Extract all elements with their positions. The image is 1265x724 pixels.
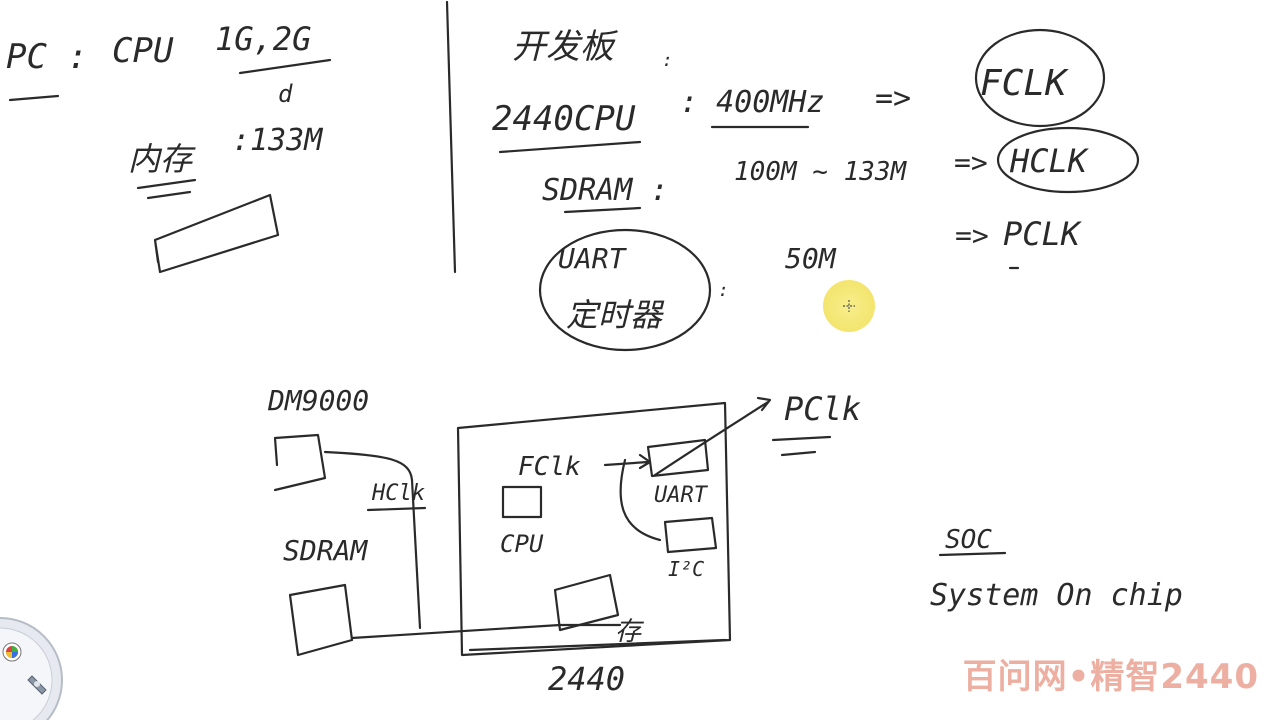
cpu-block bbox=[501, 485, 543, 519]
dev-board-colon: : bbox=[662, 50, 673, 71]
memory-underline bbox=[136, 178, 197, 200]
fclk-to-i2c-line bbox=[619, 458, 662, 542]
uart-label: UART bbox=[558, 242, 628, 275]
pc-label: PC : bbox=[6, 37, 88, 77]
dm9000-chip-sketch bbox=[273, 433, 327, 492]
cpu-block-label: CPU bbox=[500, 530, 544, 558]
crosshair-icon bbox=[843, 300, 855, 312]
cpu-row-label: 2440CPU bbox=[492, 99, 636, 139]
watermark: 百问网•精智2440 bbox=[962, 657, 1259, 697]
fclk-block-label: FClk bbox=[518, 452, 581, 482]
dm9000-label: DM9000 bbox=[267, 384, 369, 417]
hclk-circle bbox=[996, 126, 1140, 194]
mem-controller-label: 存 bbox=[615, 617, 645, 647]
i2c-block bbox=[663, 516, 718, 554]
left-panel: PC : CPU 1G,2G d 内存 :133M bbox=[6, 20, 332, 274]
soc-note: SOC System On chip bbox=[930, 525, 1183, 613]
right-panel: 开发板 : 2440CPU : 400MHz => FCLK SDRAM : 1… bbox=[492, 27, 1140, 352]
timer-label: 定时器 bbox=[566, 296, 665, 334]
sdram-underline bbox=[563, 206, 642, 214]
dev-board-label: 开发板 bbox=[512, 27, 619, 67]
fclk-label: FCLK bbox=[980, 63, 1069, 104]
memory-bus-line bbox=[350, 623, 622, 640]
color-wheel-icon[interactable] bbox=[2, 642, 22, 662]
soc-underline bbox=[938, 551, 1007, 557]
pen-tool-icon[interactable] bbox=[27, 675, 47, 695]
cpu-row-underline bbox=[498, 140, 642, 154]
fclk-circle bbox=[974, 28, 1106, 128]
cursor-highlight bbox=[823, 280, 875, 332]
i2c-block-label: I²C bbox=[668, 557, 704, 581]
soc-boundary bbox=[456, 401, 732, 657]
hclk-bus-underline bbox=[366, 506, 427, 512]
soc-title: SOC bbox=[945, 525, 992, 555]
uart-colon: : bbox=[718, 280, 729, 301]
cpu-label: CPU bbox=[112, 31, 174, 71]
fclk-to-uart-arrow bbox=[603, 453, 652, 470]
cpu-row-freq: : 400MHz bbox=[680, 85, 825, 120]
uart-freq: 50M bbox=[785, 242, 837, 275]
memory-label: 内存 bbox=[128, 140, 196, 178]
annotation-tool-dock[interactable] bbox=[0, 600, 80, 724]
uart-timer-circle bbox=[538, 228, 712, 352]
block-diagram: DM9000 HClk SDRAM FClk CPU UART PClk I²C… bbox=[267, 384, 861, 698]
sdram-chip-label: SDRAM bbox=[283, 534, 368, 567]
chip-label: 2440 bbox=[548, 660, 625, 698]
cpu-freq: 1G,2G bbox=[215, 20, 311, 58]
arrow-pclk: => bbox=[955, 219, 989, 252]
memory-freq: :133M bbox=[232, 123, 323, 158]
dm9000-bus-line bbox=[323, 450, 422, 630]
pclk-diagram-label: PClk bbox=[784, 390, 861, 428]
mem-controller-block bbox=[553, 573, 620, 632]
sdram-chip-sketch bbox=[288, 583, 354, 657]
uart-block-label: UART bbox=[654, 483, 709, 508]
divider-line bbox=[445, 0, 457, 274]
pc-underline bbox=[8, 94, 60, 102]
hclk-label: HCLK bbox=[1009, 142, 1090, 180]
uart-to-pclk-arrow bbox=[653, 396, 772, 477]
pclk-label: PCLK bbox=[1003, 215, 1083, 253]
sdram-freq: 100M ~ 133M bbox=[734, 157, 908, 187]
chip-underline bbox=[468, 638, 727, 652]
uart-block bbox=[646, 438, 710, 478]
cpu-freq-line bbox=[238, 58, 332, 75]
pclk-diagram-underline bbox=[771, 435, 832, 457]
arrow-fclk: => bbox=[875, 81, 911, 116]
soc-subtitle: System On chip bbox=[930, 578, 1183, 613]
memory-module-sketch bbox=[153, 193, 280, 274]
sdram-label: SDRAM : bbox=[542, 173, 668, 208]
hclk-bus-label: HClk bbox=[371, 481, 425, 506]
cpu-freq-sub: d bbox=[278, 80, 293, 108]
arrow-hclk: => bbox=[954, 146, 988, 179]
